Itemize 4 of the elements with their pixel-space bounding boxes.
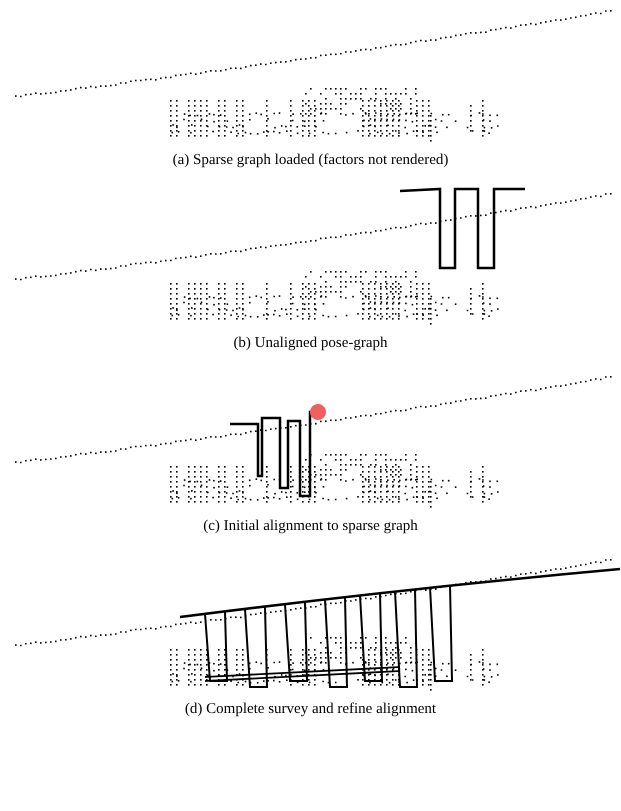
subfigure-caption: (b) Unaligned pose-graph: [232, 335, 389, 352]
subfigure-caption: (c) Initial alignment to sparse graph: [202, 518, 419, 535]
subfigure-caption: (a) Sparse graph loaded (factors not rendered): [172, 152, 450, 169]
subfigure-caption: (d) Complete survey and refine alignment: [184, 701, 438, 718]
